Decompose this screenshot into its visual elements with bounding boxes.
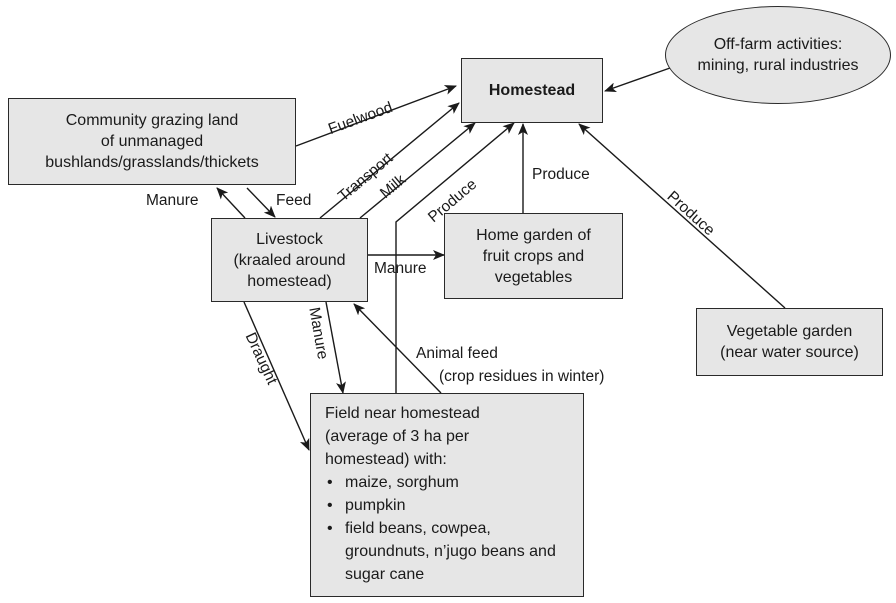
arrow-produce-field bbox=[395, 122, 515, 393]
crop-item: pumpkin bbox=[325, 494, 569, 517]
arrow-animal-feed bbox=[353, 303, 442, 394]
field-line-3: homestead) with: bbox=[325, 451, 447, 468]
home-garden-line-3: vegetables bbox=[494, 268, 573, 286]
label-produce-home-garden: Produce bbox=[532, 166, 590, 183]
livestock-line-1: Livestock bbox=[256, 230, 323, 248]
community-grazing-node: Community grazing land of unmanaged bush… bbox=[8, 98, 296, 185]
arrow-off-farm bbox=[604, 67, 671, 93]
livestock-line-3: homestead) bbox=[247, 272, 332, 290]
label-animal-feed: Animal feed bbox=[416, 345, 498, 362]
off-farm-line-1: Off-farm activities: bbox=[713, 36, 843, 53]
livestock-node: Livestock (kraaled around homestead) bbox=[211, 218, 368, 302]
arrow-draught bbox=[243, 301, 310, 451]
veg-garden-line-1: Vegetable garden bbox=[726, 323, 853, 340]
arrow-fuelwood bbox=[295, 85, 457, 147]
crop-item: maize, sorghum bbox=[325, 471, 569, 494]
off-farm-line-2: mining, rural industries bbox=[697, 57, 859, 74]
label-animal-feed-note: (crop residues in winter) bbox=[439, 368, 605, 385]
arrow-produce-veg-garden bbox=[578, 123, 786, 309]
label-feed: Feed bbox=[276, 192, 312, 209]
off-farm-activities-node: Off-farm activities: mining, rural indus… bbox=[665, 6, 891, 104]
home-garden-line-1: Home garden of bbox=[476, 226, 591, 244]
arrow-manure-to-field bbox=[325, 301, 346, 394]
vegetable-garden-node: Vegetable garden (near water source) bbox=[696, 308, 883, 376]
veg-garden-line-2: (near water source) bbox=[720, 344, 859, 361]
arrow-feed-to-livestock bbox=[246, 187, 276, 218]
home-garden-line-2: fruit crops and bbox=[482, 247, 585, 265]
field-line-1: Field near homestead bbox=[325, 405, 480, 422]
home-garden-node: Home garden of fruit crops and vegetable… bbox=[444, 213, 623, 299]
crop-item: field beans, cowpea, groundnuts, n’jugo … bbox=[325, 517, 569, 586]
field-crop-list: maize, sorghum pumpkin field beans, cowp… bbox=[325, 471, 569, 586]
arrow-manure-to-grazing bbox=[216, 187, 246, 219]
grazing-line-1: Community grazing land bbox=[65, 112, 239, 129]
arrow-transport bbox=[319, 102, 460, 219]
livestock-line-2: (kraaled around bbox=[233, 251, 346, 269]
grazing-line-2: of unmanaged bbox=[100, 133, 204, 150]
label-manure-to-grazing: Manure bbox=[146, 192, 199, 209]
homestead-node: Homestead bbox=[461, 58, 603, 123]
homestead-label: Homestead bbox=[488, 82, 576, 99]
grazing-line-3: bushlands/grasslands/thickets bbox=[45, 154, 259, 171]
label-manure-to-home-garden: Manure bbox=[374, 260, 427, 277]
arrow-milk bbox=[359, 122, 476, 219]
field-node: Field near homestead (average of 3 ha pe… bbox=[310, 393, 584, 597]
field-line-2: (average of 3 ha per bbox=[325, 428, 470, 445]
